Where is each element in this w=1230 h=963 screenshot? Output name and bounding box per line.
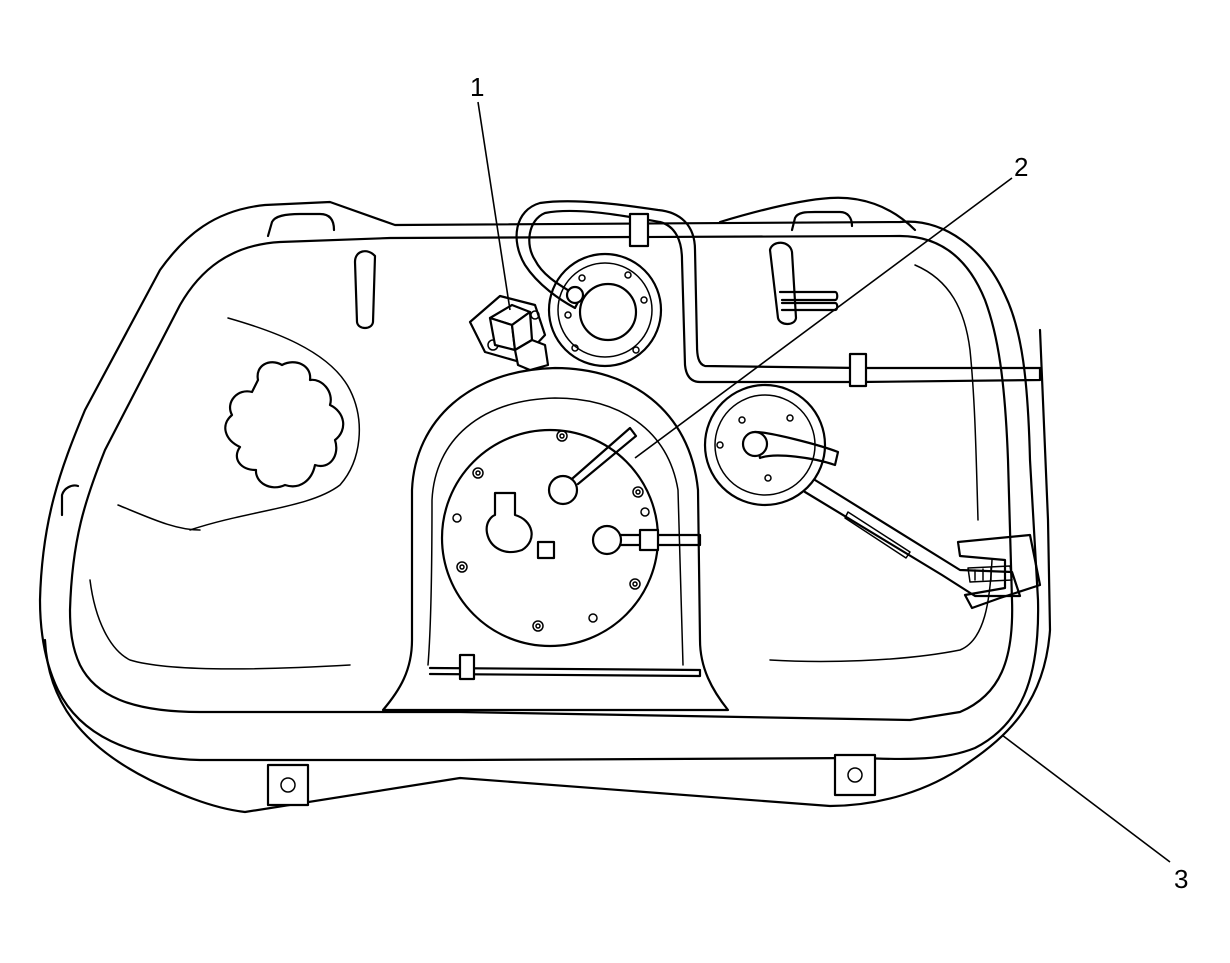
fuel-tank-body xyxy=(38,196,1052,814)
fuel-level-sender xyxy=(703,383,1042,610)
vent-clip xyxy=(778,290,839,312)
mounting-tabs-top xyxy=(266,210,854,238)
callout-2-leader xyxy=(634,177,1013,459)
cloverleaf-recess xyxy=(224,361,345,489)
callout-3-leader xyxy=(1001,734,1171,863)
callout-1-label: 1 xyxy=(470,72,484,102)
vent-lines xyxy=(515,200,1042,388)
fuel-pump-module xyxy=(440,426,702,648)
bottom-rail xyxy=(428,653,702,681)
tank-surface-contours xyxy=(89,264,993,670)
saddle-hump xyxy=(381,366,730,712)
callout-2-label: 2 xyxy=(1014,152,1028,182)
reinforcing-rib-left xyxy=(353,241,798,330)
callout-1-leader xyxy=(477,101,511,311)
vapor-vent-valve xyxy=(547,252,663,368)
callout-3-label: 3 xyxy=(1174,864,1188,894)
mounting-tabs-bottom xyxy=(266,753,877,807)
electrical-connector xyxy=(468,294,550,372)
